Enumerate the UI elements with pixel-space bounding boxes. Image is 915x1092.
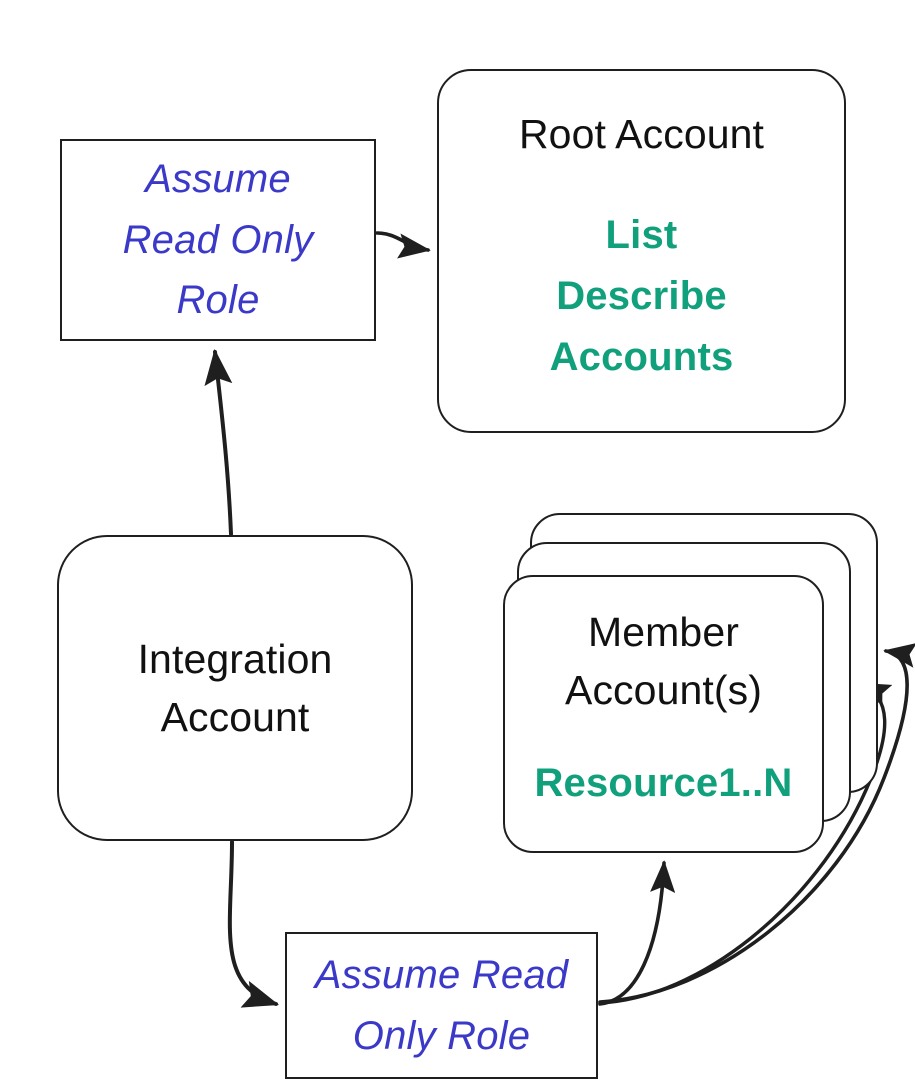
member-accounts-title-line-2: Account(s) [565, 667, 762, 714]
edge-assume-role-bottom-to-member-front [598, 860, 676, 1006]
edge-assume-role-top-to-root-account [375, 231, 431, 259]
edge-integration-account-to-assume-role-bottom [227, 840, 280, 1008]
root-account-node[interactable]: Root Account List Describe Accounts [437, 69, 846, 433]
assume-role-bottom-line-2: Only Role [352, 1013, 531, 1058]
root-account-action-2: Describe [556, 274, 727, 319]
integration-account-node[interactable]: Integration Account [57, 535, 413, 841]
assume-role-bottom-line-1: Assume Read [314, 952, 569, 997]
root-account-action-1: List [605, 213, 678, 258]
root-account-title: Root Account [518, 111, 765, 157]
assume-read-only-role-bottom-node[interactable]: Assume Read Only Role [285, 932, 598, 1079]
member-accounts-resource-label: Resource1..N [534, 761, 793, 806]
assume-role-top-line-1: Assume [145, 156, 291, 201]
member-accounts-stack[interactable]: Member Account(s) Resource1..N [503, 513, 883, 855]
assume-read-only-role-top-node[interactable]: Assume Read Only Role [60, 139, 376, 341]
assume-role-top-line-2: Read Only [122, 217, 314, 262]
root-account-action-3: Accounts [549, 334, 734, 379]
edge-integration-account-to-assume-role-top [204, 348, 233, 536]
integration-account-line-2: Account [160, 694, 310, 740]
assume-role-top-line-3: Role [176, 278, 260, 323]
member-accounts-title-line-1: Member [588, 609, 739, 655]
member-account-card-front[interactable]: Member Account(s) Resource1..N [503, 575, 824, 853]
integration-account-line-1: Integration [137, 635, 333, 682]
